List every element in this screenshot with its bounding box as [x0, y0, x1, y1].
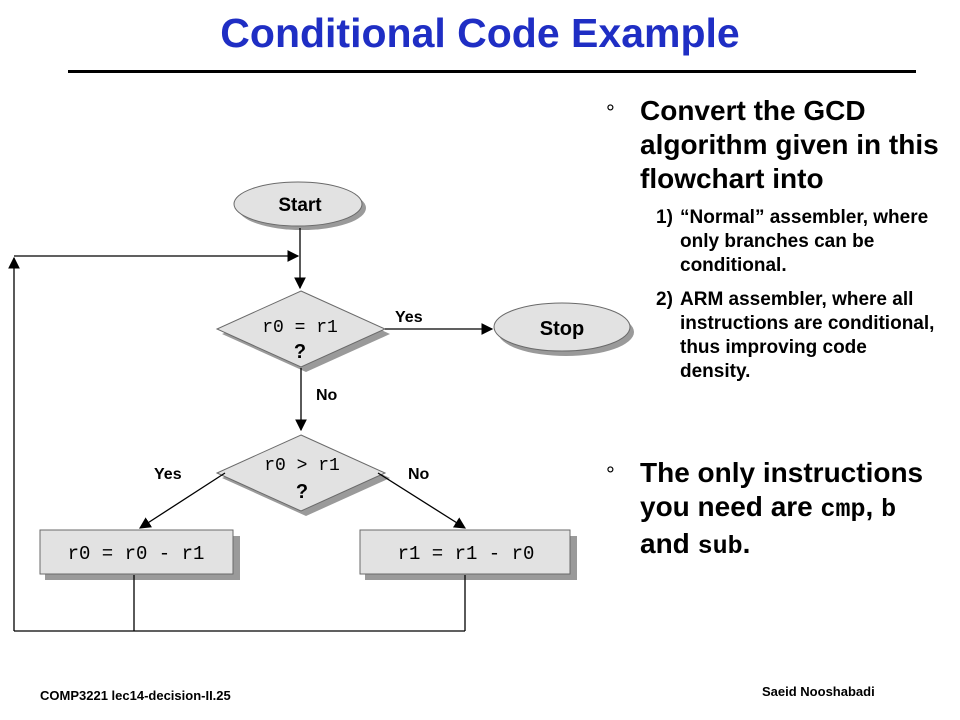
sub-bullet-arm: 2) ARM assembler, where all instructions…: [600, 288, 940, 384]
footer-author: Saeid Nooshabadi: [762, 684, 875, 699]
box-subtract-r0-label: r0 = r0 - r1: [68, 543, 205, 565]
decision-greater-line2: ?: [296, 481, 308, 503]
bullet-mark: °: [606, 462, 615, 487]
sub-bullet-arm-text: ARM assembler, where all instructions ar…: [680, 289, 935, 382]
decision-greater: r0 > r1 ?: [215, 434, 390, 516]
sub-bullet-normal-number: 1): [656, 207, 673, 228]
word-and: and: [640, 528, 690, 559]
bullet-instructions: ° The only instructions you need are cmp…: [600, 456, 940, 564]
title-divider: [68, 70, 916, 73]
sub-bullet-arm-number: 2): [656, 289, 673, 310]
label-no-greater: No: [408, 466, 430, 483]
bullet-instructions-text: The only instructions you need are: [640, 457, 924, 522]
stop-node: Stop: [493, 302, 634, 356]
separator-comma: ,: [865, 491, 874, 522]
start-node: Start: [233, 181, 366, 230]
connectors: [8, 228, 494, 632]
box-subtract-r1: r1 = r1 - r0: [359, 529, 577, 580]
decision-equal: r0 = r1 ?: [215, 290, 390, 372]
period: .: [742, 528, 751, 559]
sub-bullet-normal-text: “Normal” assembler, where only branches …: [680, 207, 929, 276]
bullet-list: ° Convert the GCD algorithm given in thi…: [600, 94, 940, 564]
box-subtract-r1-label: r1 = r1 - r0: [398, 543, 535, 565]
arrow-no-to-right-box: [377, 472, 466, 529]
arrow-yes-to-left-box: [139, 472, 226, 529]
decision-equal-line2: ?: [294, 341, 306, 363]
decision-equal-line1: r0 = r1: [262, 318, 338, 338]
bullet-convert: ° Convert the GCD algorithm given in thi…: [600, 94, 940, 196]
label-no-equal: No: [316, 387, 338, 404]
page-title: Conditional Code Example: [220, 10, 740, 56]
decision-greater-line1: r0 > r1: [264, 456, 340, 476]
box-subtract-r0: r0 = r0 - r1: [39, 529, 240, 580]
stop-label: Stop: [540, 318, 584, 340]
footer-course: COMP3221 lec14-decision-II.25: [40, 688, 231, 703]
bullet-convert-text: Convert the GCD algorithm given in this …: [640, 95, 939, 194]
label-yes-equal: Yes: [395, 309, 423, 326]
code-cmp: cmp: [820, 495, 866, 524]
code-b: b: [881, 495, 897, 524]
sub-bullet-normal: 1) “Normal” assembler, where only branch…: [600, 206, 940, 278]
bullet-mark: °: [606, 100, 615, 125]
code-sub: sub: [697, 532, 743, 561]
start-label: Start: [278, 195, 322, 216]
label-yes-greater: Yes: [154, 466, 182, 483]
